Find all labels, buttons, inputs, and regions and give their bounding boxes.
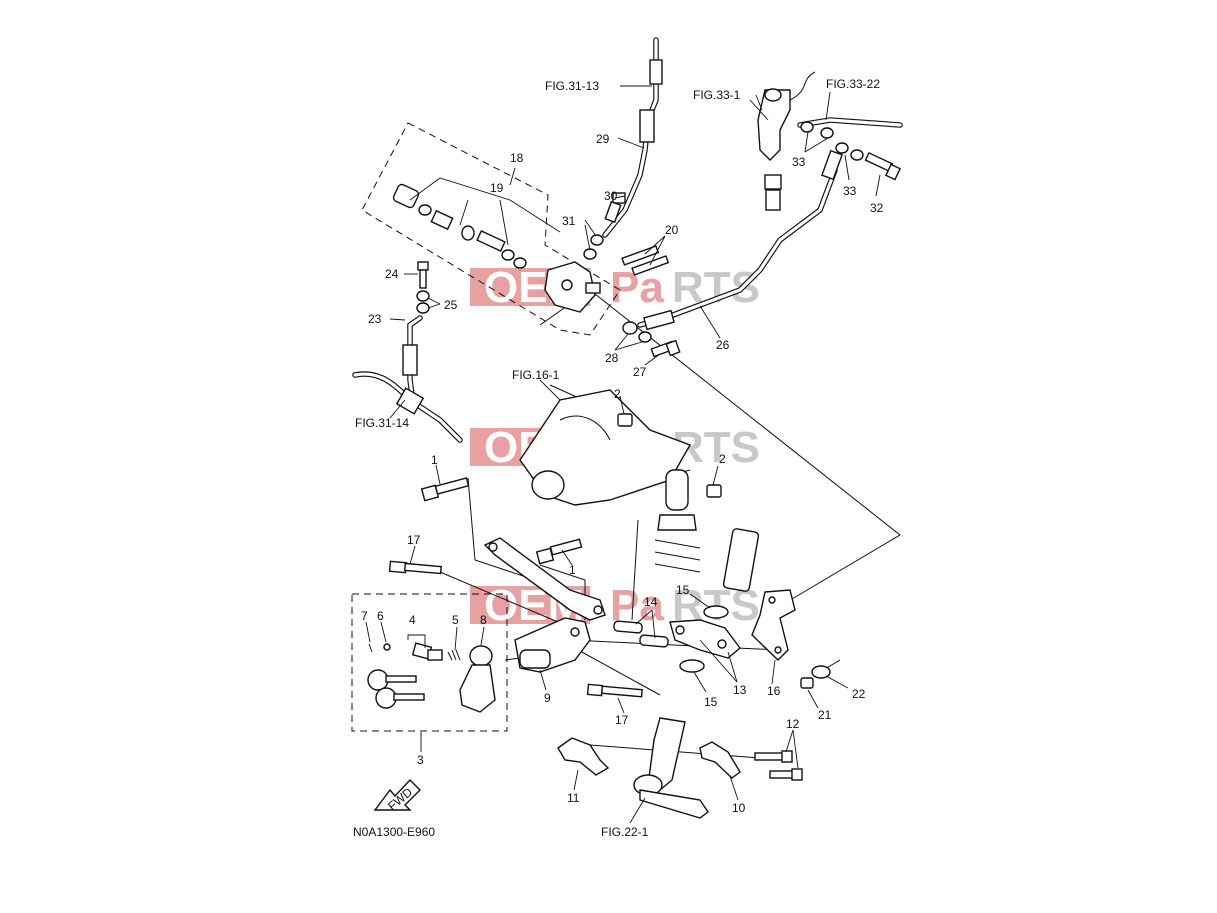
hose-fig31-14 [352,371,463,443]
group-box-3 [351,593,508,732]
bolt-27 [650,339,681,358]
part-number-26: 26 [716,338,730,352]
bolt-1-upper [420,477,470,502]
parts-19 [392,183,527,269]
bracket-plate [483,537,606,621]
part-number-27: 27 [633,365,647,379]
watermark-rts: RTS [672,263,760,312]
part-number-20: 20 [665,223,679,237]
part-number-2b: 2 [719,452,726,466]
part-number-1b: 1 [569,563,576,577]
seal-15-upper [703,605,729,619]
hose-23 [402,315,423,398]
part-number-11: 11 [567,791,580,805]
part-number-30: 30 [604,189,618,203]
bracket-16 [751,589,796,661]
bolt-17-upper [388,560,442,575]
part-number-23: 23 [368,312,382,326]
part-number-3: 3 [417,753,424,767]
bolt-1-lower [535,538,583,565]
part-number-12: 12 [786,717,800,731]
part-number-7: 7 [361,609,368,623]
part-number-9: 9 [544,691,551,705]
part-number-29: 29 [596,132,610,146]
part-number-2a: 2 [614,387,621,401]
part-number-17a: 17 [407,533,421,547]
part-number-10: 10 [732,801,746,815]
spring-5 [447,649,461,661]
ref-fig33-1: FIG.33-1 [693,88,741,102]
washers-33 [800,121,864,161]
lock-set-3 [367,642,496,713]
part-number-5: 5 [452,613,459,627]
part-number-17b: 17 [615,713,629,727]
cover-8 [459,645,496,713]
plug-6 [383,643,391,651]
part-number-13: 13 [733,683,747,697]
washers-25 [416,290,430,314]
nut-21 [800,677,814,689]
washers-28 [622,321,652,343]
hose-29 [602,37,663,238]
part-number-32: 32 [870,201,884,215]
part-number-33b: 33 [843,184,857,198]
pin-7 [368,643,373,653]
bracket-9 [514,617,591,673]
part-number-21: 21 [818,708,832,722]
part-number-14: 14 [644,595,658,609]
fwd-arrow-icon: FWD [373,778,421,813]
ref-fig31-14: FIG.31-14 [355,416,409,430]
bolt-32 [864,151,901,181]
part-number-8: 8 [480,613,487,627]
link-13 [669,619,741,659]
hose-26 [637,149,843,331]
bolt-24 [417,261,429,289]
part-number-16: 16 [767,684,781,698]
washer-22 [811,665,831,679]
collars-14 [613,620,669,648]
part-number-28: 28 [605,351,619,365]
part-number-31: 31 [562,214,576,228]
part-number-24: 24 [385,267,399,281]
ref-fig33-22: FIG.33-22 [826,77,880,91]
ref-fig31-13: FIG.31-13 [545,79,599,93]
diagram-code: N0A1300-E960 [353,825,435,839]
frame-fig16-1 [519,389,692,506]
ref-fig16-1: FIG.16-1 [512,368,560,382]
side-stand-fig22-1 [633,717,709,819]
part-number-22: 22 [852,687,866,701]
leader-lines [365,85,881,824]
part-number-18: 18 [510,151,524,165]
seal-15-lower [679,659,705,673]
part-number-19: 19 [490,181,504,195]
part-number-33a: 33 [792,155,806,169]
part-number-25: 25 [444,298,458,312]
part-number-1a: 1 [431,453,438,467]
bolt-17-lower [586,683,643,698]
union-block [544,261,601,313]
washers-31 [583,234,604,260]
bolts-12 [754,750,803,781]
bolts-20 [621,245,670,276]
rear-shock [654,469,760,592]
bolt-30 [604,192,626,224]
part-number-4: 4 [409,613,416,627]
clamp-10 [699,741,741,779]
part-number-15a: 15 [676,583,690,597]
part-number-15b: 15 [704,695,718,709]
part-number-6: 6 [377,609,384,623]
ref-fig22-1: FIG.22-1 [601,825,649,839]
key-4-group [367,642,443,709]
clamp-11 [557,737,610,776]
nut-2-right [706,484,722,498]
nut-2-upper [617,413,633,427]
